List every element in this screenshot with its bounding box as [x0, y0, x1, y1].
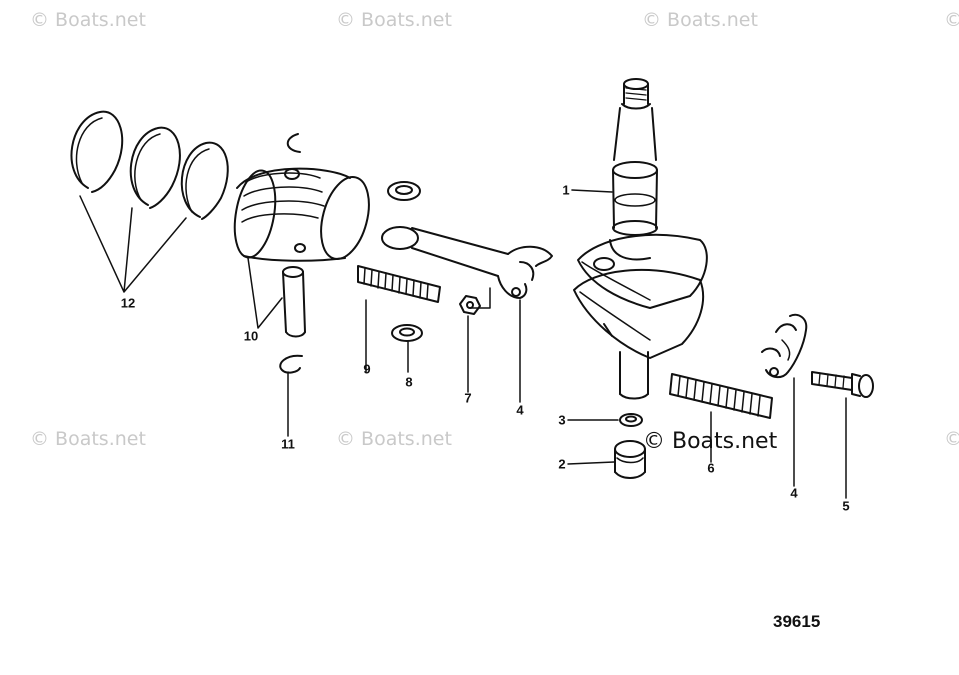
- watermark-mid-edge: ©: [944, 428, 959, 450]
- retaining-ring-bottom-drawing: [279, 354, 303, 374]
- cap-screw-drawing: [811, 371, 874, 398]
- callout-needle-bearing-cap: 6: [707, 460, 715, 476]
- callout-cap-screw: 5: [842, 498, 850, 514]
- callout-washer-lower: 3: [558, 412, 566, 428]
- callout-piston-rings: 12: [120, 295, 136, 311]
- watermark-main: © Boats.net: [643, 429, 778, 454]
- watermark-mid-center: © Boats.net: [336, 428, 452, 450]
- figure-number: 39615: [773, 612, 821, 631]
- piston-drawing: [233, 167, 370, 262]
- callout-piston: 10: [243, 328, 259, 344]
- watermark-mid-left: © Boats.net: [30, 428, 146, 450]
- callout-retaining-ring: 11: [281, 436, 295, 452]
- callout-needle-bearing-rod: 9: [363, 361, 371, 377]
- watermark-top-edge: ©: [944, 9, 959, 31]
- thrust-washers-drawing: [387, 181, 423, 342]
- callout-lock-nut: 7: [464, 390, 472, 406]
- callout-bearing-lower: 2: [558, 456, 566, 472]
- watermark-top-right: © Boats.net: [642, 9, 758, 31]
- piston-rings-drawing: [70, 110, 229, 220]
- callout-rod-cap: 4: [790, 485, 798, 501]
- rod-cap-drawing: [761, 313, 808, 378]
- retaining-ring-top-drawing: [286, 133, 301, 153]
- callout-connecting-rod: 4: [516, 402, 524, 418]
- lower-bearing-drawing: [614, 413, 646, 479]
- watermark-top-left: © Boats.net: [30, 9, 146, 31]
- callout-thrust-washer: 8: [405, 374, 413, 390]
- needle-bearing-rod-drawing: [357, 265, 441, 303]
- lock-nut-drawing: [459, 295, 481, 315]
- callout-crankshaft: 1: [562, 182, 570, 198]
- piston-pin-drawing: [282, 266, 306, 338]
- watermark-top-center: © Boats.net: [336, 9, 452, 31]
- crankshaft-drawing: [573, 78, 708, 400]
- connecting-rod-drawing: [381, 226, 553, 309]
- needle-bearing-cap-drawing: [669, 373, 773, 419]
- leader-lines: [79, 189, 847, 499]
